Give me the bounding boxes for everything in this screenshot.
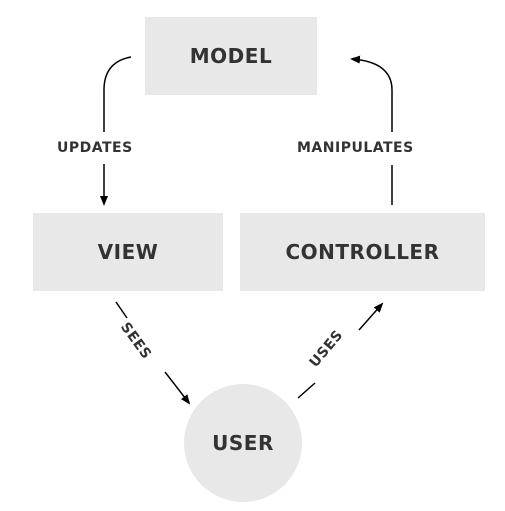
controller-node: CONTROLLER	[240, 213, 485, 291]
sees-arrow-end	[164, 371, 191, 405]
model-label: MODEL	[189, 44, 273, 68]
sees-arrow-start	[115, 301, 128, 319]
model-node: MODEL	[145, 17, 317, 95]
uses-arrow-end	[358, 302, 384, 331]
manipulates-label: MANIPULATES	[297, 140, 414, 156]
updates-label: UPDATES	[57, 140, 133, 156]
view-label: VIEW	[97, 240, 159, 264]
manipulates-arrow-upper	[350, 55, 393, 132]
uses-label: USES	[306, 327, 347, 371]
view-node: VIEW	[33, 213, 223, 291]
controller-label: CONTROLLER	[285, 240, 440, 264]
user-node: USER	[184, 384, 302, 502]
user-label: USER	[212, 431, 274, 455]
uses-arrow-start	[297, 382, 316, 399]
sees-label: SEES	[117, 319, 155, 363]
updates-arrow-upper	[103, 56, 132, 132]
